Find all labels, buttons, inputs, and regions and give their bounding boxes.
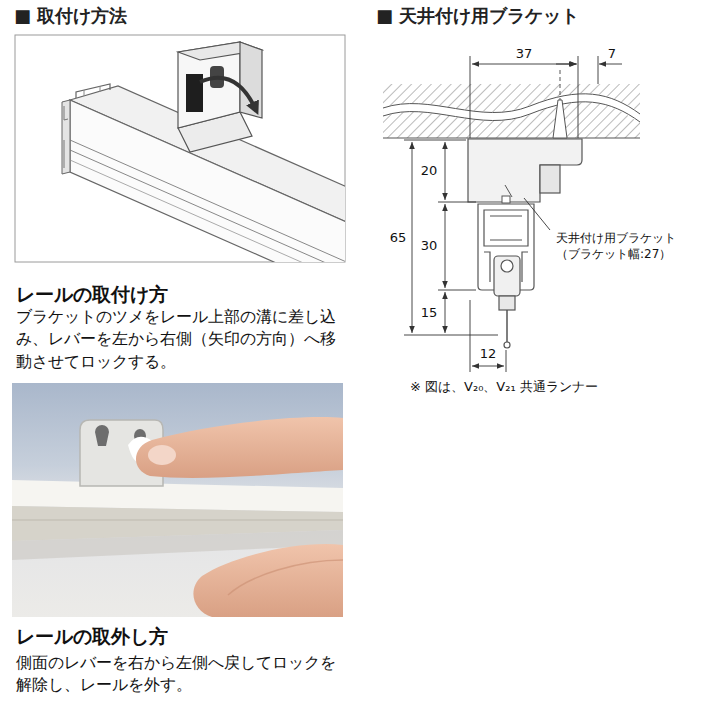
runner xyxy=(494,256,520,296)
leader-line xyxy=(524,198,550,230)
dimension-lines xyxy=(404,140,466,141)
dimension-lines xyxy=(404,56,622,372)
dimension-lines xyxy=(506,350,507,372)
rail-drawing xyxy=(64,106,68,168)
dimension-lines xyxy=(404,335,498,336)
callout-label: 天井付け用ブラケット （ブラケット幅:27） xyxy=(556,230,686,262)
dimension-lines xyxy=(470,300,471,372)
screw xyxy=(553,100,567,138)
dimension-value: 65 xyxy=(390,229,407,247)
ceiling-section xyxy=(383,102,640,122)
rail-drawing xyxy=(70,160,345,262)
dimension-lines xyxy=(470,56,471,138)
dimension-lines xyxy=(599,64,622,65)
dimension-lines xyxy=(412,142,413,333)
rail-profile xyxy=(490,216,522,240)
ceiling-section xyxy=(383,84,640,138)
runner xyxy=(506,310,508,342)
runner xyxy=(504,342,510,348)
dimension-lines xyxy=(438,290,476,291)
note-text: ※ 図は、V₂₀、V₂₁ 共通ランナー xyxy=(410,378,598,396)
ceiling-section xyxy=(383,84,640,138)
rail-drawing xyxy=(62,100,70,174)
dimension-lines xyxy=(578,56,579,138)
removal-photo xyxy=(12,520,343,521)
rail-drawing xyxy=(70,150,345,262)
ceiling-bracket xyxy=(468,139,582,203)
dimension-lines xyxy=(556,64,577,65)
section-heading: ■ 天井付け用ブラケット xyxy=(376,4,579,28)
subheading: レールの取外し方 xyxy=(16,624,168,650)
rail-profile xyxy=(484,210,528,246)
dimension-lines xyxy=(445,142,446,200)
bracket-drawing xyxy=(240,42,262,118)
section-heading: ■ 取付け方法 xyxy=(14,4,127,28)
runner xyxy=(494,256,520,348)
leader-line xyxy=(524,198,550,230)
dimension-value: 30 xyxy=(421,237,438,255)
bracket-hole-photo xyxy=(95,425,109,446)
body-text: 側面のレバーを右から左側へ戻してロックを解除し、レールを外す。 xyxy=(16,652,350,697)
finger xyxy=(136,417,343,478)
body-text: ブラケットのツメをレール上部の溝に差し込み、レバーを左から右側（矢印の方向）へ移… xyxy=(16,306,350,373)
ceiling-bracket xyxy=(502,196,510,203)
dimension-lines xyxy=(598,56,599,84)
runner xyxy=(499,296,515,310)
bracket-drawing xyxy=(178,42,262,152)
rail-drawing xyxy=(70,140,345,262)
dimension-value: 20 xyxy=(421,162,438,180)
removal-photo xyxy=(12,383,343,617)
rail-drawing xyxy=(84,86,100,96)
ceiling-bracket xyxy=(505,185,512,197)
fingernail xyxy=(148,445,176,465)
screw xyxy=(553,70,567,140)
dimension-value: 7 xyxy=(608,45,616,63)
ceiling-bracket xyxy=(540,165,560,193)
dimension-lines xyxy=(472,366,504,367)
removal-photo xyxy=(228,560,343,595)
dimension-lines xyxy=(445,292,446,333)
rail-drawing xyxy=(76,84,110,98)
ceiling-section xyxy=(383,98,640,118)
hand xyxy=(193,544,343,617)
ceiling-bracket xyxy=(468,139,582,202)
runner xyxy=(501,260,513,272)
installation-illustration xyxy=(15,35,408,300)
direction-arrow xyxy=(200,78,256,110)
dimension-value: 12 xyxy=(480,345,497,363)
rail-drawing xyxy=(70,100,345,262)
dimension-lines xyxy=(438,202,476,203)
dimension-lines xyxy=(472,64,576,65)
dimension-lines xyxy=(445,204,446,288)
dimension-value: 15 xyxy=(421,304,438,322)
removal-photo xyxy=(12,383,343,617)
dimension-value: 37 xyxy=(516,45,533,63)
subheading: レールの取付け方 xyxy=(16,282,168,308)
